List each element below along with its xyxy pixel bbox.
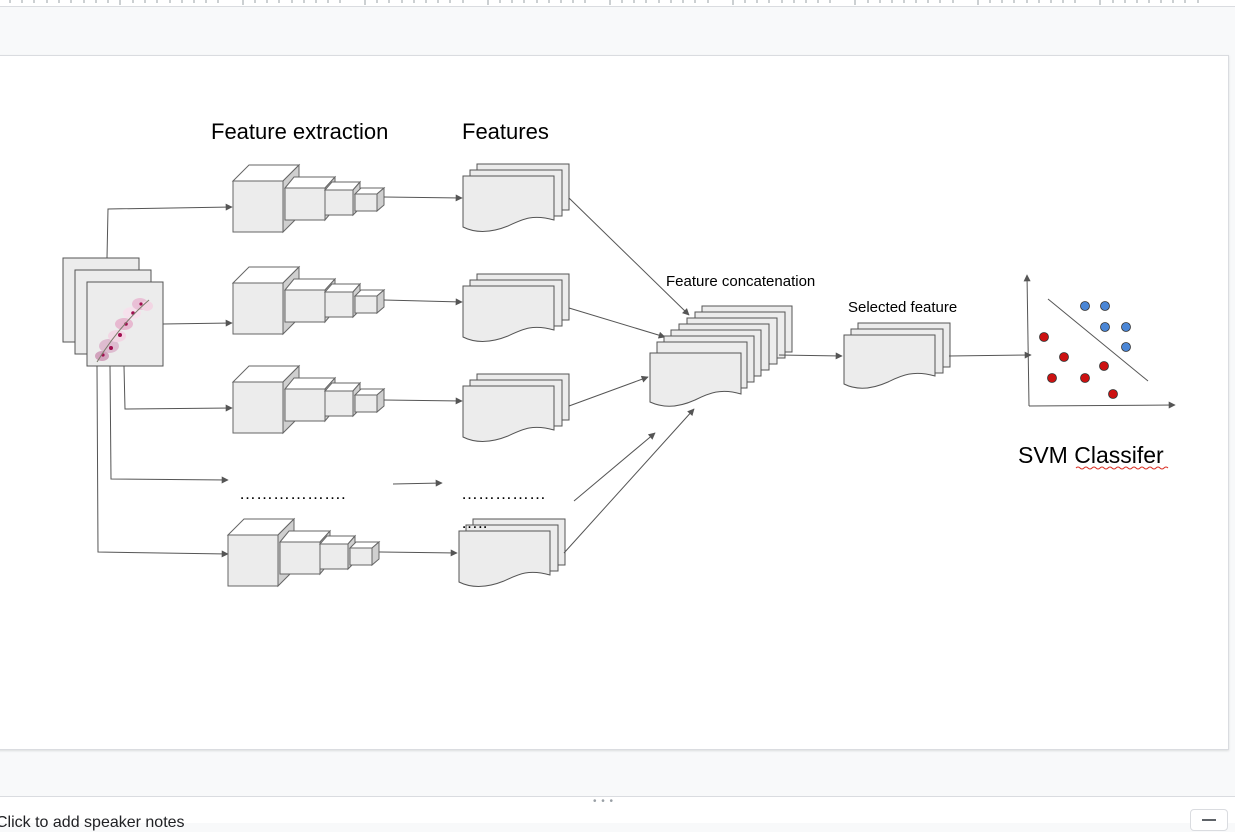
speaker-notes-bar: • • • Click to add speaker notes [0, 796, 1235, 831]
svm-point-blue [1121, 322, 1131, 332]
slide-canvas-area: Feature extraction Features Feature conc… [0, 7, 1235, 796]
selected-to-svm-arrow [948, 351, 1032, 359]
cnn-block-1 [232, 164, 385, 233]
label-features: Features [462, 119, 549, 144]
svm-point-red [1039, 332, 1049, 342]
concatenated-feature-stack [649, 305, 793, 407]
svm-point-red [1080, 373, 1090, 383]
feature-map-2 [462, 273, 570, 342]
ellipsis-cnn-row: ………………. [239, 484, 346, 503]
svm-point-blue [1100, 301, 1110, 311]
menu-icon [1202, 819, 1216, 821]
cnn-to-feature-arrows [378, 194, 463, 557]
cnn-block-5 [227, 518, 380, 587]
selected-feature-stack [843, 322, 951, 389]
orchid-image-icon [95, 298, 153, 363]
ruler-icon [9, 0, 1199, 5]
svm-point-red [1059, 352, 1069, 362]
slide[interactable]: Feature extraction Features Feature conc… [0, 55, 1229, 750]
feature-map-1 [462, 163, 570, 232]
input-image-stack [62, 257, 164, 367]
ellipsis-feature-row-2: ….. [461, 513, 487, 532]
feature-map-3 [462, 373, 570, 442]
label-selected-feature: Selected feature [848, 299, 957, 316]
cnn-block-2 [232, 266, 385, 335]
svm-point-red [1108, 389, 1118, 399]
notes-toggle-button[interactable] [1190, 809, 1228, 831]
concat-to-selected-arrow [778, 352, 843, 360]
spellcheck-underline [1075, 466, 1169, 470]
svm-decision-boundary [1047, 298, 1149, 382]
svm-point-blue [1100, 322, 1110, 332]
svm-y-axis [1023, 274, 1031, 407]
speaker-notes-placeholder[interactable]: Click to add speaker notes [0, 814, 185, 831]
drag-handle-icon[interactable]: • • • [593, 796, 615, 807]
label-feature-concatenation: Feature concatenation [666, 273, 815, 290]
svm-plot [1023, 274, 1176, 409]
label-svm-classifier: SVM Classifer [1018, 442, 1164, 468]
svm-x-axis [1028, 401, 1176, 409]
pipeline-diagram: Feature extraction Features Feature conc… [62, 119, 1176, 587]
svm-point-red [1047, 373, 1057, 383]
input-to-cnn-arrows [96, 203, 233, 558]
svm-point-blue [1121, 342, 1131, 352]
cnn-block-3 [232, 365, 385, 434]
svm-point-blue [1080, 301, 1090, 311]
horizontal-ruler [0, 0, 1235, 7]
svm-point-red [1099, 361, 1109, 371]
ellipsis-feature-row: …………… [461, 484, 546, 503]
feature-to-concat-arrows [563, 197, 695, 554]
label-feature-extraction: Feature extraction [211, 119, 388, 144]
